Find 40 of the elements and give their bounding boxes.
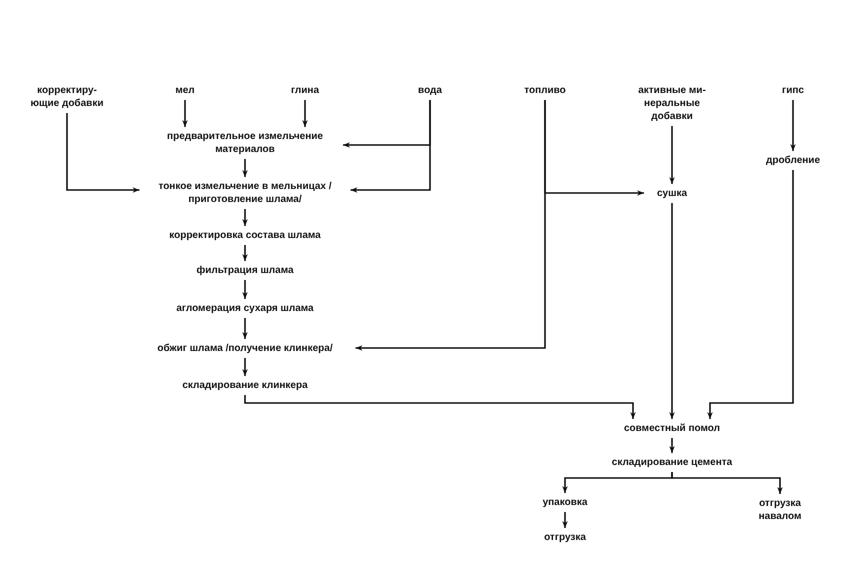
flow-arrow [790, 100, 796, 151]
step-label: сушка [647, 187, 697, 200]
step-label: отгрузка [535, 531, 595, 544]
flow-arrow [244, 395, 636, 419]
step-label: гипс [773, 84, 813, 97]
step-label: глина [280, 84, 330, 97]
step-label: совместный помол [612, 422, 732, 435]
flow-arrow [182, 100, 188, 127]
flow-arrow [242, 245, 248, 261]
step-label: предварительное измельчение материалов [150, 130, 340, 156]
step-label: вода [410, 84, 450, 97]
step-label: складирование цемента [597, 456, 747, 469]
flow-arrow [671, 472, 783, 494]
flow-arrow [66, 113, 140, 193]
flow-arrow [669, 126, 675, 184]
flow-arrow [669, 203, 675, 419]
flow-arrow [242, 318, 248, 339]
flow-arrow [242, 159, 248, 177]
step-label: агломерация сухаря шлама [160, 302, 330, 315]
step-label: тонкое измельчение в мельницах /приготовление шлама/ [142, 180, 348, 206]
step-label: обжиг шлама /получение клинкера/ [138, 342, 352, 355]
step-label: отгрузка навалом [749, 497, 811, 523]
flow-arrow [302, 100, 308, 127]
step-label: топливо [515, 84, 575, 97]
flow-arrow [242, 209, 248, 226]
step-label: фильтрация шлама [170, 264, 320, 277]
flow-arrow [356, 100, 546, 351]
flow-arrow [242, 358, 248, 376]
step-label: дробление [758, 154, 828, 167]
step-label: активные ми- неральные добавки [632, 84, 712, 123]
step-label: мел [165, 84, 205, 97]
step-label: корректировка состава шлама [150, 229, 340, 242]
flow-arrow [707, 170, 794, 419]
flow-arrow [562, 512, 568, 528]
step-label: упаковка [535, 496, 595, 509]
flow-arrow [669, 438, 675, 453]
flow-arrow [350, 100, 431, 193]
flow-arrow [242, 280, 248, 299]
step-label: складирование клинкера [165, 379, 325, 392]
step-label: корректиру- ющие добавки [27, 84, 107, 110]
